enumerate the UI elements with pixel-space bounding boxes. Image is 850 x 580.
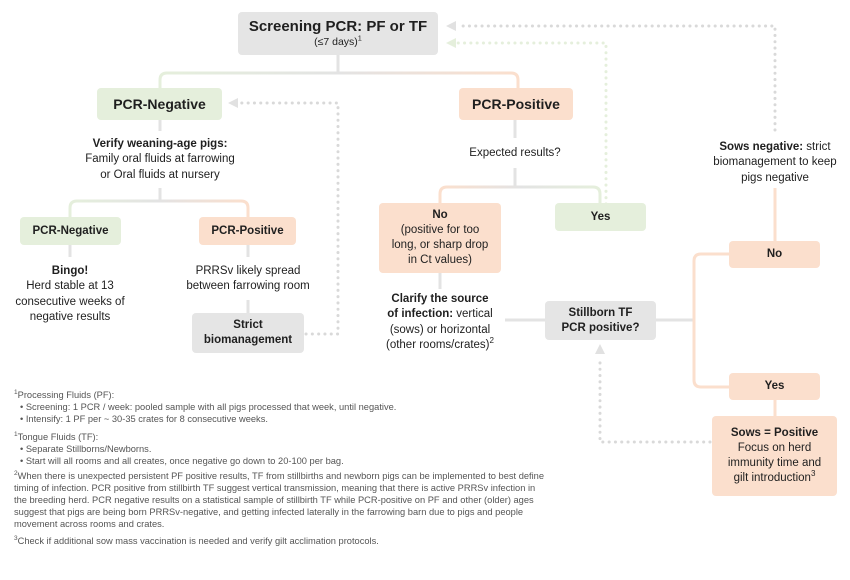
- footnote-ref: 1: [14, 430, 18, 438]
- sub-pcr-positive-box: PCR-Positive: [199, 217, 296, 245]
- bingo-line: consecutive weeks of: [15, 295, 125, 308]
- clarify-line: (sows) or horizontal: [389, 323, 491, 336]
- sows-neg-line: Sows negative: strict: [700, 140, 850, 155]
- clarify-line: Clarify the source: [391, 293, 489, 305]
- footnote-item: Separate Stillborns/Newborns.: [20, 444, 454, 456]
- footnote-3-text: 3Check if additional sow mass vaccinatio…: [14, 534, 549, 548]
- clarify-line: of infection: vertical: [370, 307, 510, 322]
- footnote-title: Tongue Fluids (TF):: [17, 432, 99, 442]
- no-title: No: [432, 209, 448, 222]
- verify-weaning-text: Verify weaning-age pigs: Family oral flu…: [60, 137, 260, 183]
- no-line: long, or sharp drop: [391, 239, 489, 251]
- screening-days: (≤7 days): [314, 36, 358, 49]
- strict-line: Strict: [233, 319, 263, 332]
- connector: [438, 185, 602, 203]
- footnote-ref: 1: [357, 33, 362, 43]
- sows-pos-text: gilt introduction: [733, 471, 811, 484]
- footnote-body: Check if additional sow mass vaccination…: [17, 536, 379, 546]
- sows-neg-line: pigs negative: [741, 171, 809, 184]
- verify-line: or Oral fluids at nursery: [100, 168, 220, 181]
- bingo-title: Bingo!: [51, 265, 89, 277]
- footnote-tf: 1Tongue Fluids (TF): Separate Stillborns…: [14, 430, 454, 468]
- verify-title: Verify weaning-age pigs:: [92, 138, 228, 150]
- footnote-ref: 2: [489, 336, 494, 346]
- connector: [68, 199, 250, 217]
- no-line: (positive for too: [400, 224, 480, 237]
- sows-pos-line: Focus on herd: [737, 442, 812, 455]
- stillborn-line: PCR positive?: [561, 321, 640, 334]
- sows-positive-box: Sows = Positive Focus on herd immunity t…: [712, 416, 837, 496]
- spread-line: PRRSv likely spread: [195, 265, 301, 277]
- clarify-text: (other rooms/crates): [385, 338, 490, 351]
- sows-neg-bold: Sows negative:: [719, 141, 804, 153]
- footnote-tf-title: 1Tongue Fluids (TF):: [14, 430, 454, 444]
- yes-sows-box: Yes: [729, 373, 820, 400]
- footnote-item: Screening: 1 PCR / week: pooled sample w…: [20, 402, 454, 414]
- connector: [158, 71, 520, 90]
- footnote-title: Processing Fluids (PF):: [17, 390, 115, 400]
- sows-pos-title: Sows = Positive: [730, 427, 819, 440]
- stillborn-tf-box: Stillborn TF PCR positive?: [545, 301, 656, 340]
- footnote-2-text: 2When there is unexpected persistent PF …: [14, 469, 549, 530]
- pcr-negative-box: PCR-Negative: [97, 88, 222, 120]
- footnote-2: 2When there is unexpected persistent PF …: [14, 469, 549, 530]
- footnote-pf-title: 1Processing Fluids (PF):: [14, 388, 454, 402]
- verify-line: Family oral fluids at farrowing: [85, 153, 235, 166]
- sows-pos-line: immunity time and: [727, 457, 822, 469]
- footnote-ref: 3: [810, 469, 816, 479]
- sows-neg-rest: strict: [803, 141, 831, 153]
- footnote-ref: 3: [14, 534, 18, 542]
- dotted-arrow-yes-to-screening: [456, 41, 608, 206]
- footnote-body: When there is unexpected persistent PF p…: [14, 471, 545, 529]
- yes-expected-box: Yes: [555, 203, 646, 231]
- strict-biomanagement-box: Strict biomanagement: [192, 313, 304, 353]
- footnote-tf-list: Separate Stillborns/Newborns. Start will…: [14, 444, 454, 468]
- footnote-pf-list: Screening: 1 PCR / week: pooled sample w…: [14, 402, 454, 426]
- clarify-source-text: Clarify the source of infection: vertica…: [370, 292, 510, 353]
- footnote-pf: 1Processing Fluids (PF): Screening: 1 PC…: [14, 388, 454, 426]
- dotted-arrow-sows-neg-to-screening: [456, 24, 777, 132]
- bingo-line: negative results: [29, 310, 111, 323]
- spread-line: between farrowing room: [186, 280, 310, 293]
- clarify-bold: of infection:: [387, 308, 454, 321]
- footnote-item: Start will all rooms and all creates, on…: [20, 456, 454, 468]
- arrowhead-icon: [595, 344, 605, 354]
- stillborn-line: Stillborn TF: [568, 306, 633, 319]
- arrowhead-icon: [446, 38, 456, 48]
- no-sows-box: No: [729, 241, 820, 268]
- dotted-arrow-sows-pos-to-stillborn: [598, 355, 712, 444]
- footnote-item: Intensify: 1 PF per ~ 30-35 crates for 8…: [20, 414, 454, 426]
- footnote-ref: 2: [14, 469, 18, 477]
- clarify-rest: vertical: [453, 308, 493, 321]
- pcr-positive-box: PCR-Positive: [459, 88, 573, 120]
- bingo-text: Bingo! Herd stable at 13 consecutive wee…: [10, 264, 130, 325]
- sows-negative-text: Sows negative: strict biomanagement to k…: [700, 140, 850, 186]
- connector: [692, 252, 730, 389]
- screening-subtitle: (≤7 days)1: [314, 33, 362, 50]
- footnote-3: 3Check if additional sow mass vaccinatio…: [14, 534, 549, 548]
- expected-results-text: Expected results?: [469, 147, 561, 159]
- strict-line: biomanagement: [203, 334, 293, 346]
- prrsv-spread-text: PRRSv likely spread between farrowing ro…: [173, 264, 323, 295]
- screening-pcr-box: Screening PCR: PF or TF (≤7 days)1: [238, 12, 438, 55]
- no-line: in Ct values): [408, 253, 472, 266]
- clarify-line: (other rooms/crates)2: [370, 336, 510, 353]
- sub-pcr-negative-box: PCR-Negative: [20, 217, 121, 245]
- screening-title: Screening PCR: PF or TF: [248, 17, 428, 35]
- arrowhead-icon: [446, 21, 456, 31]
- sows-pos-line: gilt introduction3: [733, 469, 816, 486]
- sows-neg-line: biomanagement to keep: [713, 156, 837, 169]
- footnote-ref: 1: [14, 388, 18, 396]
- bingo-line: Herd stable at 13: [26, 280, 114, 293]
- arrowhead-icon: [228, 98, 238, 108]
- no-unexpected-box: No (positive for too long, or sharp drop…: [379, 203, 501, 273]
